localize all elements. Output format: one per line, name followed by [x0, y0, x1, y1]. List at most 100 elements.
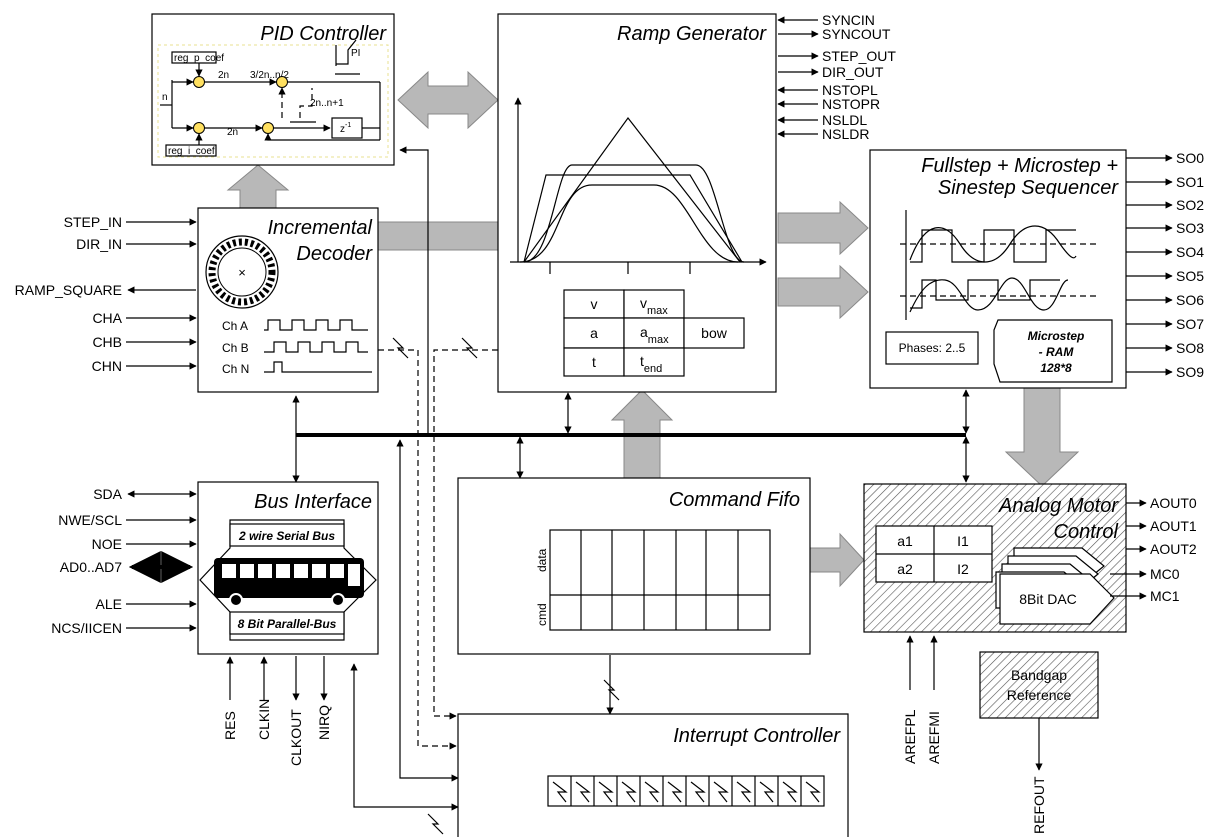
w-frac: 3/2n..n/2	[250, 70, 289, 81]
pid-ramp-arrow	[397, 70, 499, 130]
ram-label-3: 128*8	[1040, 361, 1072, 375]
signal-ale: ALE	[96, 596, 122, 612]
decoder-signals: STEP_IN DIR_IN RAMP_SQUARE CHA CHB CHN	[15, 214, 197, 374]
decoder-pid-arrow	[226, 164, 290, 209]
parallel-bus-label: 8 Bit Parallel-Bus	[238, 617, 337, 631]
signal-ramp-square: RAMP_SQUARE	[15, 282, 122, 298]
a2-label: a2	[897, 561, 913, 577]
w-n-label: n	[162, 92, 168, 103]
encoder-disc-icon: ×	[205, 235, 279, 309]
bus-interface-block: Bus Interface 2 wire Serial Bus 8 Bit Pa…	[197, 481, 379, 655]
ramp-scurve-2	[519, 184, 739, 263]
signal-nstopr: NSTOPR	[822, 96, 880, 112]
cmd-label: cmd	[535, 603, 549, 626]
bus-taps	[292, 146, 970, 811]
interrupt-controller-block: Interrupt Controller	[457, 713, 849, 837]
lightning-icon	[603, 679, 620, 701]
data-label: data	[535, 548, 549, 572]
amc-title-1: Analog Motor	[998, 495, 1119, 517]
w-2n-a: 2n	[218, 70, 229, 81]
svg-text:×: ×	[238, 265, 246, 280]
signal-so4: SO4	[1176, 244, 1204, 260]
dac-stack: 8Bit DAC	[995, 547, 1115, 625]
serial-bus-label: 2 wire Serial Bus	[238, 529, 335, 543]
fifo-title: Command Fifo	[669, 489, 800, 511]
signal-mc1: MC1	[1150, 588, 1180, 604]
ramp-seq-arrow-1	[777, 200, 869, 256]
so-signals: SO0 SO1 SO2 SO3 SO4 SO5 SO6 SO7 SO8 SO9	[1126, 150, 1204, 380]
signal-step-in: STEP_IN	[64, 214, 122, 230]
signal-nwe-scl: NWE/SCL	[58, 512, 122, 528]
lightning-icon	[461, 337, 478, 359]
ch-n-label: Ch N	[222, 362, 249, 376]
bus-signals: SDA NWE/SCL NOE AD0..AD7 ALE NCS/IICEN	[51, 486, 197, 636]
interrupt-sources	[547, 775, 825, 807]
i2-label: I2	[957, 561, 969, 577]
seq-title-1: Fullstep + Microstep +	[921, 155, 1118, 177]
ram-label-1: Microstep	[1028, 329, 1085, 343]
decoder-title-2: Decoder	[296, 243, 373, 265]
lightning-icon	[392, 337, 409, 359]
dac-label: 8Bit DAC	[1019, 591, 1077, 607]
signal-aout0: AOUT0	[1150, 495, 1197, 511]
z-label: z-1	[340, 122, 351, 135]
signal-so9: SO9	[1176, 364, 1204, 380]
signal-arefpl: AREFPL	[902, 709, 918, 764]
bandgap-title-2: Reference	[1007, 687, 1072, 703]
ramp-triangle	[523, 116, 741, 263]
phases-label: Phases: 2..5	[899, 341, 966, 355]
signal-mc0: MC0	[1150, 566, 1180, 582]
amc-title-2: Control	[1054, 521, 1119, 543]
amax-label: amax	[640, 324, 669, 346]
w-range: 2n..n+1	[310, 98, 344, 109]
seq-amc-arrow	[1004, 387, 1080, 487]
bus-icon	[214, 558, 364, 607]
signal-cha: CHA	[92, 310, 122, 326]
ramp-seq-arrow-2	[777, 264, 869, 320]
bandgap-reference-block: Bandgap Reference REFOUT	[979, 651, 1099, 834]
signal-res: RES	[222, 711, 238, 740]
bus-title: Bus Interface	[254, 491, 372, 513]
ramp-generator-block: Ramp Generator v vmax a amax bow t tend	[497, 13, 777, 393]
signal-ncs-iicen: NCS/IICEN	[51, 620, 122, 636]
v-label: v	[591, 296, 598, 312]
sine-waveforms	[900, 210, 1100, 320]
ch-b-label: Ch B	[222, 341, 249, 355]
signal-so3: SO3	[1176, 220, 1204, 236]
signal-nsldr: NSLDR	[822, 126, 869, 142]
signal-dir-out: DIR_OUT	[822, 64, 884, 80]
signal-refout: REFOUT	[1031, 776, 1047, 834]
signal-syncout: SYNCOUT	[822, 26, 891, 42]
signal-sda: SDA	[93, 486, 122, 502]
t-label: t	[592, 354, 596, 370]
signal-clkout: CLKOUT	[288, 709, 304, 766]
signal-ad0-ad7: AD0..AD7	[60, 559, 122, 575]
bandgap-title-1: Bandgap	[1011, 667, 1067, 683]
vmax-label: vmax	[640, 295, 668, 317]
pid-title: PID Controller	[260, 23, 387, 45]
signal-syncin: SYNCIN	[822, 12, 875, 28]
pid-controller-block: PID Controller reg_p_coef reg_i_coef n 2…	[151, 13, 395, 166]
a-label: a	[590, 325, 598, 341]
tend-label: tend	[640, 353, 662, 375]
signal-so1: SO1	[1176, 174, 1204, 190]
ramp-scurve-1	[523, 164, 745, 263]
analog-motor-control-block: Analog Motor Control a1 I1 a2 I2 8Bit DA…	[863, 483, 1127, 633]
reg-p-label: reg_p_coef	[174, 53, 224, 64]
bow-label: bow	[701, 325, 728, 341]
ram-label-2: - RAM	[1039, 345, 1075, 359]
signal-so8: SO8	[1176, 340, 1204, 356]
w-2n-b: 2n	[227, 127, 238, 138]
decoder-title-1: Incremental	[268, 217, 373, 239]
ch-a-label: Ch A	[222, 319, 248, 333]
fifo-amc-arrow	[809, 532, 865, 588]
signal-dir-in: DIR_IN	[76, 236, 122, 252]
signal-aout1: AOUT1	[1150, 518, 1197, 534]
signal-aout2: AOUT2	[1150, 541, 1197, 557]
fifo-grid	[549, 529, 771, 631]
ramp-title: Ramp Generator	[617, 23, 767, 45]
signal-nstopl: NSTOPL	[822, 82, 878, 98]
i1-label: I1	[957, 533, 969, 549]
lightning-icon	[427, 813, 444, 835]
